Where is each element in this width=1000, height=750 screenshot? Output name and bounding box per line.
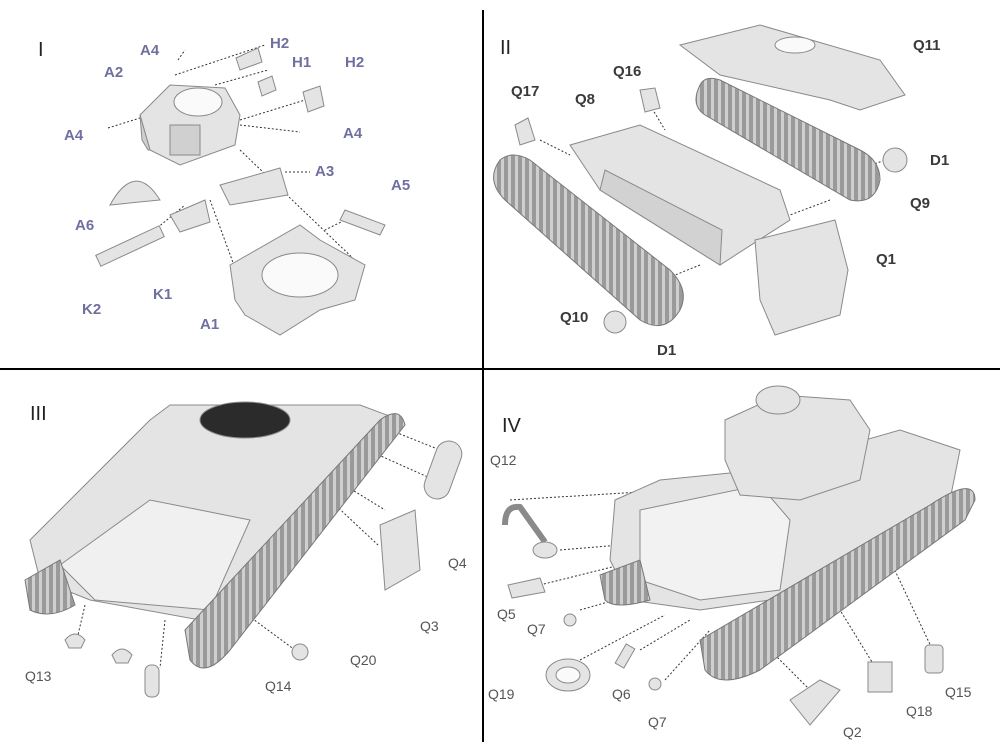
part-label-q15: Q15 xyxy=(945,684,972,700)
part-label-q12: Q12 xyxy=(490,452,517,468)
part-label-q14: Q14 xyxy=(265,678,292,694)
part-label-a5: A5 xyxy=(391,177,411,194)
panel-4-numeral: IV xyxy=(502,415,521,437)
part-label-q8: Q8 xyxy=(575,91,596,108)
part-label-h1: H1 xyxy=(292,54,312,71)
part-label-a4-left: A4 xyxy=(64,127,84,144)
part-label-q5: Q5 xyxy=(497,606,516,622)
part-label-q18: Q18 xyxy=(906,703,933,719)
part-label-q16: Q16 xyxy=(613,63,642,80)
part-label-q19: Q19 xyxy=(488,686,515,702)
part-label-a4-top: A4 xyxy=(140,42,160,59)
panel-4-drawing xyxy=(502,385,976,726)
part-label-q20: Q20 xyxy=(350,652,377,668)
part-label-h2-right: H2 xyxy=(345,54,365,71)
part-label-a6: A6 xyxy=(75,217,95,234)
part-label-q13: Q13 xyxy=(25,668,52,684)
panel-2-drawing xyxy=(493,24,908,336)
part-label-a2: A2 xyxy=(104,64,124,81)
part-label-k1: K1 xyxy=(153,286,173,303)
part-label-q1: Q1 xyxy=(876,251,897,268)
part-label-a3: A3 xyxy=(315,163,335,180)
part-label-k2: K2 xyxy=(82,301,102,318)
part-label-q10: Q10 xyxy=(560,309,589,326)
part-label-d1-bottom: D1 xyxy=(657,342,677,359)
panel-1-drawing xyxy=(95,44,386,336)
panel-2-numeral: II xyxy=(500,37,512,59)
part-label-h2-top: H2 xyxy=(270,35,290,52)
part-label-q7-upper: Q7 xyxy=(527,621,546,637)
panel-3-drawing xyxy=(24,401,463,698)
part-label-q4: Q4 xyxy=(448,555,467,571)
part-label-q3: Q3 xyxy=(420,618,439,634)
part-label-a4-right: A4 xyxy=(343,125,363,142)
part-label-q9: Q9 xyxy=(910,195,931,212)
part-label-q6: Q6 xyxy=(612,686,631,702)
part-label-q17: Q17 xyxy=(511,83,540,100)
part-label-d1-top: D1 xyxy=(930,152,950,169)
part-label-q11: Q11 xyxy=(913,37,941,54)
part-label-a1: A1 xyxy=(200,316,220,333)
panel-3-numeral: III xyxy=(30,403,47,425)
part-label-q2: Q2 xyxy=(843,724,862,740)
panel-1-numeral: I xyxy=(38,39,44,61)
part-label-q7-lower: Q7 xyxy=(648,714,667,730)
